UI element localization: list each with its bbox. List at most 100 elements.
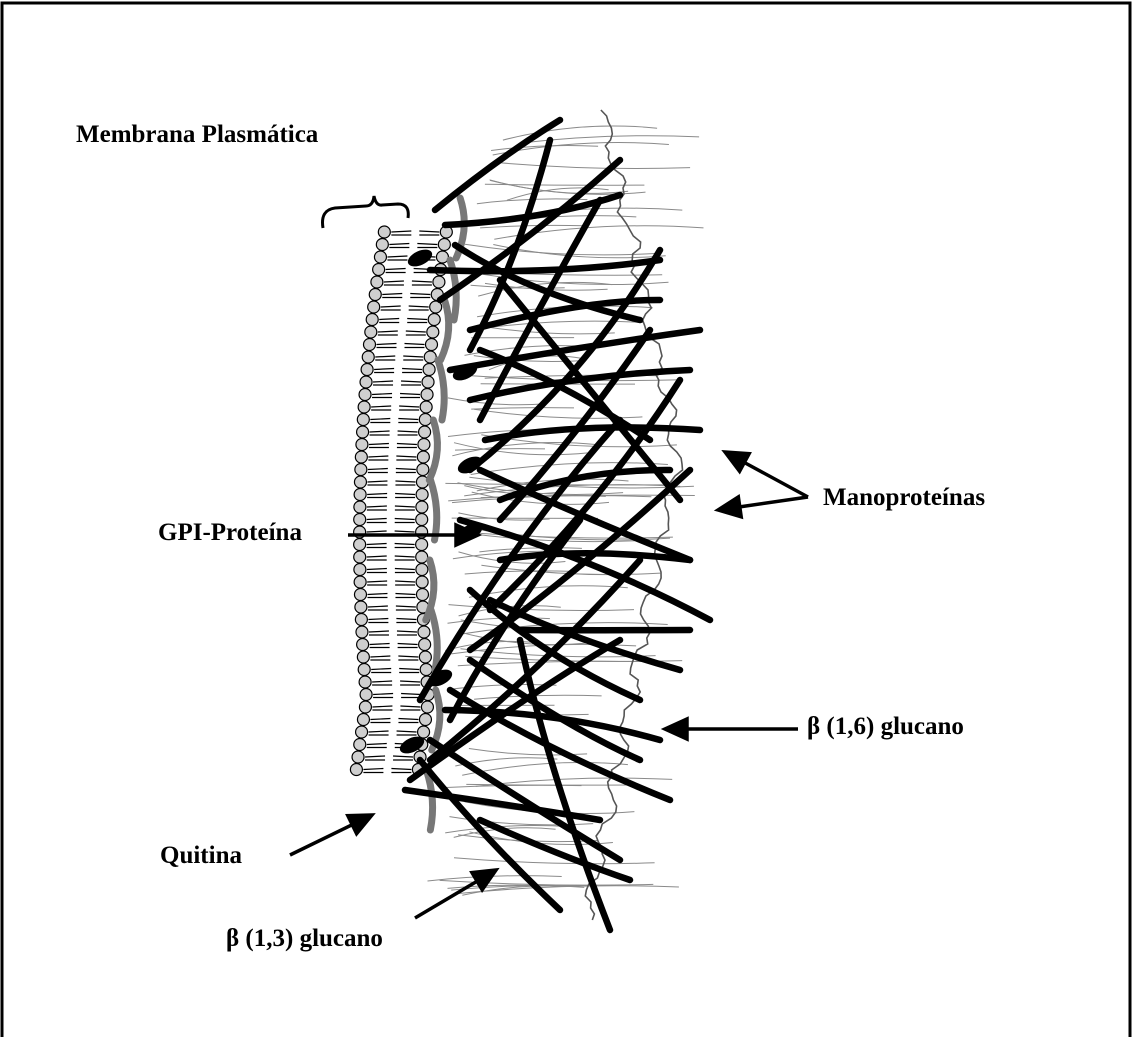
lipid-head <box>358 401 370 413</box>
lipid-tail <box>367 744 387 745</box>
mannoprotein-label: Manoproteínas <box>823 485 985 510</box>
lipid-tail <box>397 731 417 732</box>
lipid-tail <box>372 681 392 682</box>
mannoprotein-fiber <box>428 876 562 881</box>
lipid-head <box>356 439 368 451</box>
lipid-tail <box>393 756 413 757</box>
lipid-tail <box>398 431 418 432</box>
lipid-head <box>416 539 428 551</box>
lipid-tail <box>395 581 415 582</box>
lipid-head <box>416 564 428 576</box>
lipid-head <box>354 739 366 751</box>
lipid-head <box>419 639 431 651</box>
lipid-tail <box>396 456 416 457</box>
lipid-head <box>354 489 366 501</box>
lipid-head <box>376 239 388 251</box>
mannoprotein-arrow-lower-shaft <box>740 497 808 507</box>
beta-16-glucan-label: β (1,6) glucano <box>807 714 964 739</box>
lipid-head <box>416 551 428 563</box>
lipid-tail <box>398 719 418 720</box>
lipid-tail <box>369 731 389 732</box>
lipid-tail <box>406 331 426 332</box>
lipid-head <box>416 514 428 526</box>
lipid-tail <box>391 769 411 770</box>
mannoprotein-arrow-lower-head <box>718 497 741 517</box>
lipid-head <box>357 714 369 726</box>
lipid-tail <box>398 656 418 657</box>
lipid-tail <box>382 294 402 295</box>
lipid-head <box>359 389 371 401</box>
lipid-head <box>421 701 433 713</box>
mannoprotein-fiber <box>501 163 690 169</box>
lipid-head <box>355 464 367 476</box>
lipid-tail <box>367 506 387 507</box>
lipid-tail <box>412 281 432 282</box>
lipid-head <box>368 301 380 313</box>
lipid-head <box>355 601 367 613</box>
lipid-head <box>359 676 371 688</box>
chitin-fiber <box>431 480 437 540</box>
lipid-tail <box>400 706 420 707</box>
lipid-head <box>366 314 378 326</box>
lipid-tail <box>367 481 387 482</box>
lipid-tail <box>372 706 392 707</box>
lipid-tail <box>379 319 399 320</box>
lipid-tail <box>375 356 395 357</box>
beta-glucan-network <box>405 120 710 930</box>
chitin-arrow-head <box>348 815 372 834</box>
lipid-tail <box>400 681 420 682</box>
lipid-tail <box>378 331 398 332</box>
lipid-head <box>358 664 370 676</box>
mannoprotein-fiber <box>490 180 628 194</box>
lipid-head <box>423 364 435 376</box>
lipid-head <box>356 726 368 738</box>
lipid-head <box>420 664 432 676</box>
lipid-head <box>416 576 428 588</box>
lipid-head <box>416 589 428 601</box>
lipid-tail <box>409 306 429 307</box>
lipid-head <box>418 726 430 738</box>
mannoprotein-fiber <box>480 225 584 228</box>
lipid-tail <box>368 456 388 457</box>
lipid-head <box>360 689 372 701</box>
lipid-head <box>362 351 374 363</box>
lipid-head <box>355 451 367 463</box>
lipid-head <box>421 389 433 401</box>
lipid-tail <box>373 694 393 695</box>
lipid-head <box>433 276 445 288</box>
beta-16-arrow-head <box>665 719 687 739</box>
lipid-head <box>354 476 366 488</box>
lipid-tail <box>400 394 420 395</box>
lipid-head <box>354 589 366 601</box>
lipid-tail <box>370 431 390 432</box>
chitin-label: Quitina <box>160 843 242 868</box>
lipid-tail <box>373 381 393 382</box>
lipid-tail <box>367 494 387 495</box>
lipid-tail <box>367 531 387 532</box>
lipid-tail <box>401 381 421 382</box>
lipid-head <box>374 251 386 263</box>
lipid-tail <box>397 631 417 632</box>
beta-13-arrow-shaft <box>415 881 477 918</box>
lipid-head <box>425 339 437 351</box>
lipid-tail <box>368 469 388 470</box>
lipid-tail <box>367 544 387 545</box>
lipid-head <box>361 364 373 376</box>
lipid-tail <box>395 506 415 507</box>
lipid-tail <box>395 594 415 595</box>
lipid-head <box>357 651 369 663</box>
lipid-head <box>417 451 429 463</box>
lipid-head <box>365 326 377 338</box>
lipid-head <box>354 539 366 551</box>
lipid-tail <box>398 644 418 645</box>
chitin-fiber <box>438 360 444 420</box>
lipid-tail <box>395 544 415 545</box>
lipid-head <box>369 289 381 301</box>
lipid-head <box>427 326 439 338</box>
lipid-head <box>419 714 431 726</box>
lipid-head <box>378 226 390 238</box>
mannoprotein-fiber <box>491 328 615 334</box>
lipid-head <box>357 639 369 651</box>
lipid-tail <box>399 669 419 670</box>
